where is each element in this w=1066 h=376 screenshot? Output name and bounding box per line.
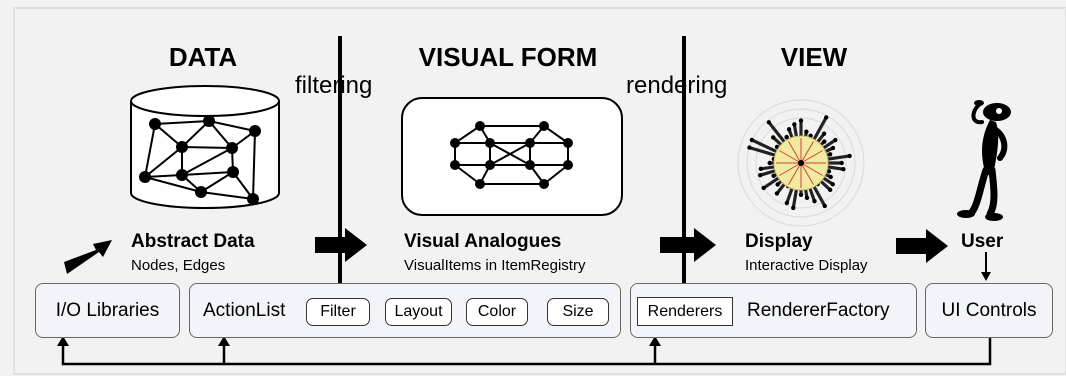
- arrow-icon: [660, 228, 716, 262]
- rendering-label: rendering: [626, 72, 728, 99]
- renderer-factory-label: RendererFactory: [747, 299, 890, 321]
- abstract-data-subtitle: Nodes, Edges: [131, 257, 226, 274]
- io-libraries-label: I/O Libraries: [55, 299, 160, 321]
- actionlist-label: ActionList: [203, 299, 286, 321]
- layout-action-chip[interactable]: Layout: [385, 298, 452, 326]
- abstract-data-title: Abstract Data: [131, 231, 255, 252]
- visual-analogues-subtitle: VisualItems in ItemRegistry: [404, 257, 586, 274]
- filter-action-chip[interactable]: Filter: [306, 298, 370, 326]
- view-heading: VIEW: [780, 42, 848, 72]
- io-libraries-box[interactable]: I/O Libraries: [35, 283, 180, 338]
- color-action-chip[interactable]: Color: [466, 298, 528, 326]
- radial-tree-icon: [737, 99, 865, 227]
- visual-form-heading: VISUAL FORM: [418, 42, 598, 72]
- card-border: [13, 7, 1066, 375]
- user-title: User: [961, 231, 1004, 252]
- user-figure-icon: [957, 100, 1011, 221]
- ui-controls-label: UI Controls: [941, 299, 1037, 321]
- size-action-chip[interactable]: Size: [547, 298, 609, 326]
- display-title: Display: [745, 231, 813, 252]
- renderers-chip[interactable]: Renderers: [637, 297, 733, 326]
- data-heading: DATA: [168, 42, 238, 72]
- ui-controls-box[interactable]: UI Controls: [925, 283, 1053, 338]
- filtering-label: filtering: [295, 72, 373, 99]
- display-subtitle: Interactive Display: [745, 257, 868, 274]
- arrow-icon: [896, 229, 948, 263]
- visual-analogues-title: Visual Analogues: [404, 231, 562, 252]
- arrow-icon: [64, 240, 112, 274]
- graph-icon: [401, 97, 623, 216]
- arrow-icon: [315, 228, 367, 262]
- cylinder-icon: [130, 85, 280, 209]
